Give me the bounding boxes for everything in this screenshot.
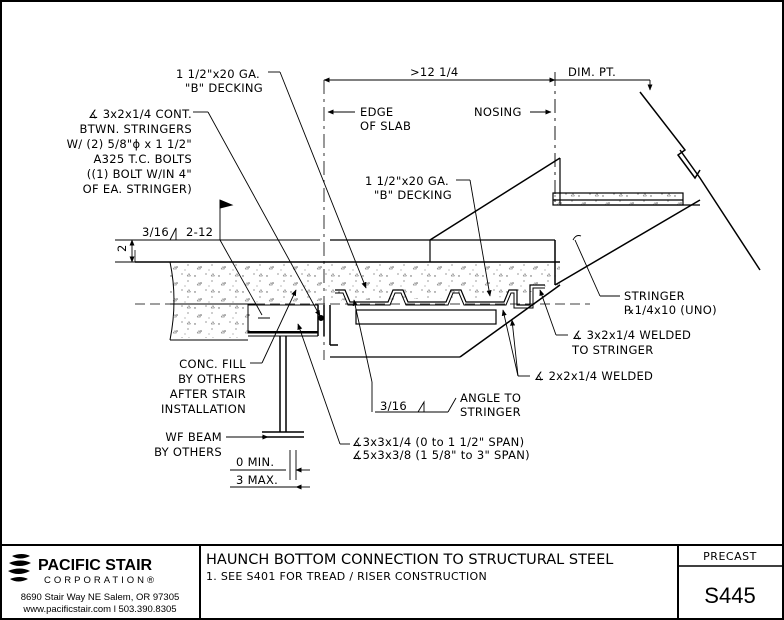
company-contact: www.pacificstair.com l 503.390.8305 <box>22 604 176 615</box>
company-address: 8690 Stair Way NE Salem, OR 97305 <box>21 592 180 603</box>
dim-2-label: 2 <box>115 244 129 252</box>
company-sub: CORPORATION® <box>44 575 157 586</box>
weld-size-label: 3/16 <box>142 225 169 239</box>
structure <box>134 80 761 438</box>
company-logo <box>8 554 31 582</box>
nosing-label: NOSING <box>474 105 522 119</box>
registered-mark: ® <box>147 575 157 586</box>
decking-mid-label: 1 1/2"x20 GA."B" DECKING <box>365 174 452 202</box>
min-label: 0 MIN. <box>236 455 274 469</box>
company-name: PACIFIC STAIR <box>38 557 153 574</box>
weld-length-label: 2-12 <box>186 225 213 239</box>
weld-size2-label: 3/16 <box>380 399 407 413</box>
angle-2x2-label: ∡ 2x2x1/4 WELDED <box>534 369 653 383</box>
stringer-label: STRINGER℞1/4x10 (UNO) <box>624 289 717 317</box>
dimensions <box>115 71 653 490</box>
angle-span-label: ∡3x3x1/4 (0 to 1 1/2" SPAN)∡5x3x3/8 (1 5… <box>352 435 530 462</box>
callout-labels: 1 1/2"x20 GA."B" DECKING ∡ 3x2x1/4 CONT.… <box>67 65 717 487</box>
sheet-number: S445 <box>704 583 755 608</box>
decking-top-label: 1 1/2"x20 GA."B" DECKING <box>176 67 263 95</box>
drawing-note: 1. SEE S401 FOR TREAD / RISER CONSTRUCTI… <box>206 570 487 583</box>
max-label: 3 MAX. <box>236 473 278 487</box>
drawing-title: HAUNCH BOTTOM CONNECTION TO STRUCTURAL S… <box>206 552 613 568</box>
dim-pt-label: DIM. PT. <box>568 65 616 79</box>
title-block: PACIFIC STAIR CORPORATION® 8690 Stair Wa… <box>1 544 783 619</box>
dim-top-label: >12 1/4 <box>410 65 459 79</box>
category-label: PRECAST <box>703 550 757 563</box>
